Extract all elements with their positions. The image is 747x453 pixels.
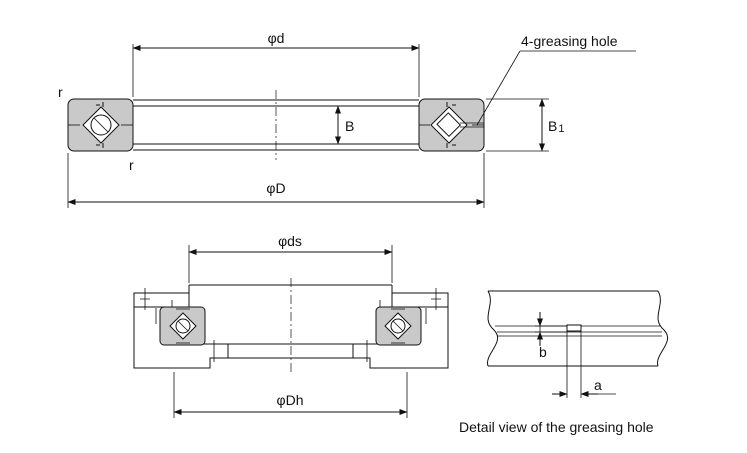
right-mounted-bearing [375, 306, 422, 346]
mounting-section-view: φds φDh [133, 233, 449, 418]
width-b1-label: B1 [548, 118, 564, 135]
left-ring-section [67, 98, 134, 152]
inner-diameter-label: φd [268, 30, 285, 46]
right-ring-section [418, 98, 485, 152]
radius-label-top: r [58, 84, 63, 100]
radius-label-bottom: r [129, 157, 134, 173]
dim-b-label: b [539, 344, 547, 360]
shaft-diameter-label: φds [278, 233, 302, 249]
detail-caption: Detail view of the greasing hole [459, 419, 654, 435]
bearing-section-view: φd φD B B1 r r 4-greasing hole [58, 30, 636, 208]
housing-diameter-label: φDh [277, 392, 304, 408]
greasing-hole-label: 4-greasing hole [521, 33, 618, 49]
greasing-hole-detail-view: b a Detail view of the greasing hole [459, 290, 669, 435]
roller-square [436, 112, 462, 138]
outer-diameter-label: φD [266, 180, 285, 196]
left-mounted-bearing [159, 306, 206, 346]
dim-a-label: a [594, 377, 602, 393]
width-b-label: B [345, 118, 354, 134]
